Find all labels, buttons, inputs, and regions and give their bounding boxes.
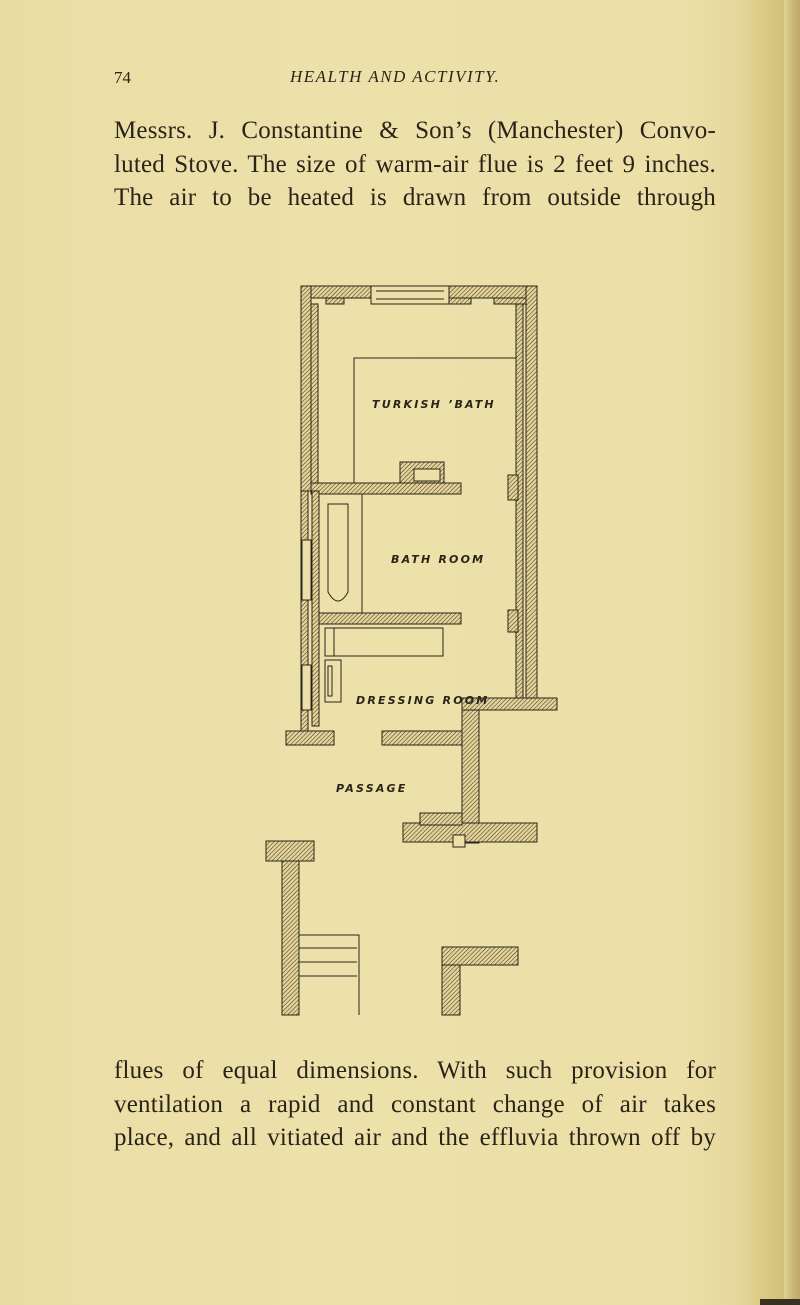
- running-head: 74 HEALTH AND ACTIVITY.: [114, 67, 634, 92]
- room-label-bath-room: BATH ROOM: [391, 553, 485, 566]
- floor-plan-figure: TURKISH ’BATH BATH ROOM DRESSING ROOM PA…: [250, 280, 580, 1020]
- text-line: ventilation a rapid and constant change …: [114, 1090, 716, 1118]
- paragraph-top: Messrs. J. Constantine & Son’s (Manchest…: [114, 114, 716, 215]
- room-label-passage: PASSAGE: [336, 782, 407, 795]
- book-title: HEALTH AND ACTIVITY.: [290, 67, 501, 86]
- room-label-dressing-room: DRESSING ROOM: [356, 694, 489, 707]
- text-line: place, and all vitiated air and the effl…: [114, 1124, 716, 1151]
- paragraph-bottom: flues of equal dimensions. With such pro…: [114, 1054, 716, 1155]
- text-line: luted Stove. The size of warm-air flue i…: [114, 150, 716, 178]
- page-number: 74: [114, 68, 131, 87]
- text-line: The air to be heated is drawn from outsi…: [114, 184, 716, 211]
- text-line: flues of equal dimensions. With such pro…: [114, 1057, 716, 1084]
- room-label-turkish-bath: TURKISH ’BATH: [372, 398, 496, 411]
- text-line: Messrs. J. Constantine & Son’s (Manchest…: [114, 117, 716, 144]
- page-corner-shadow: [760, 1299, 800, 1305]
- page-edge-shadow: [784, 0, 800, 1305]
